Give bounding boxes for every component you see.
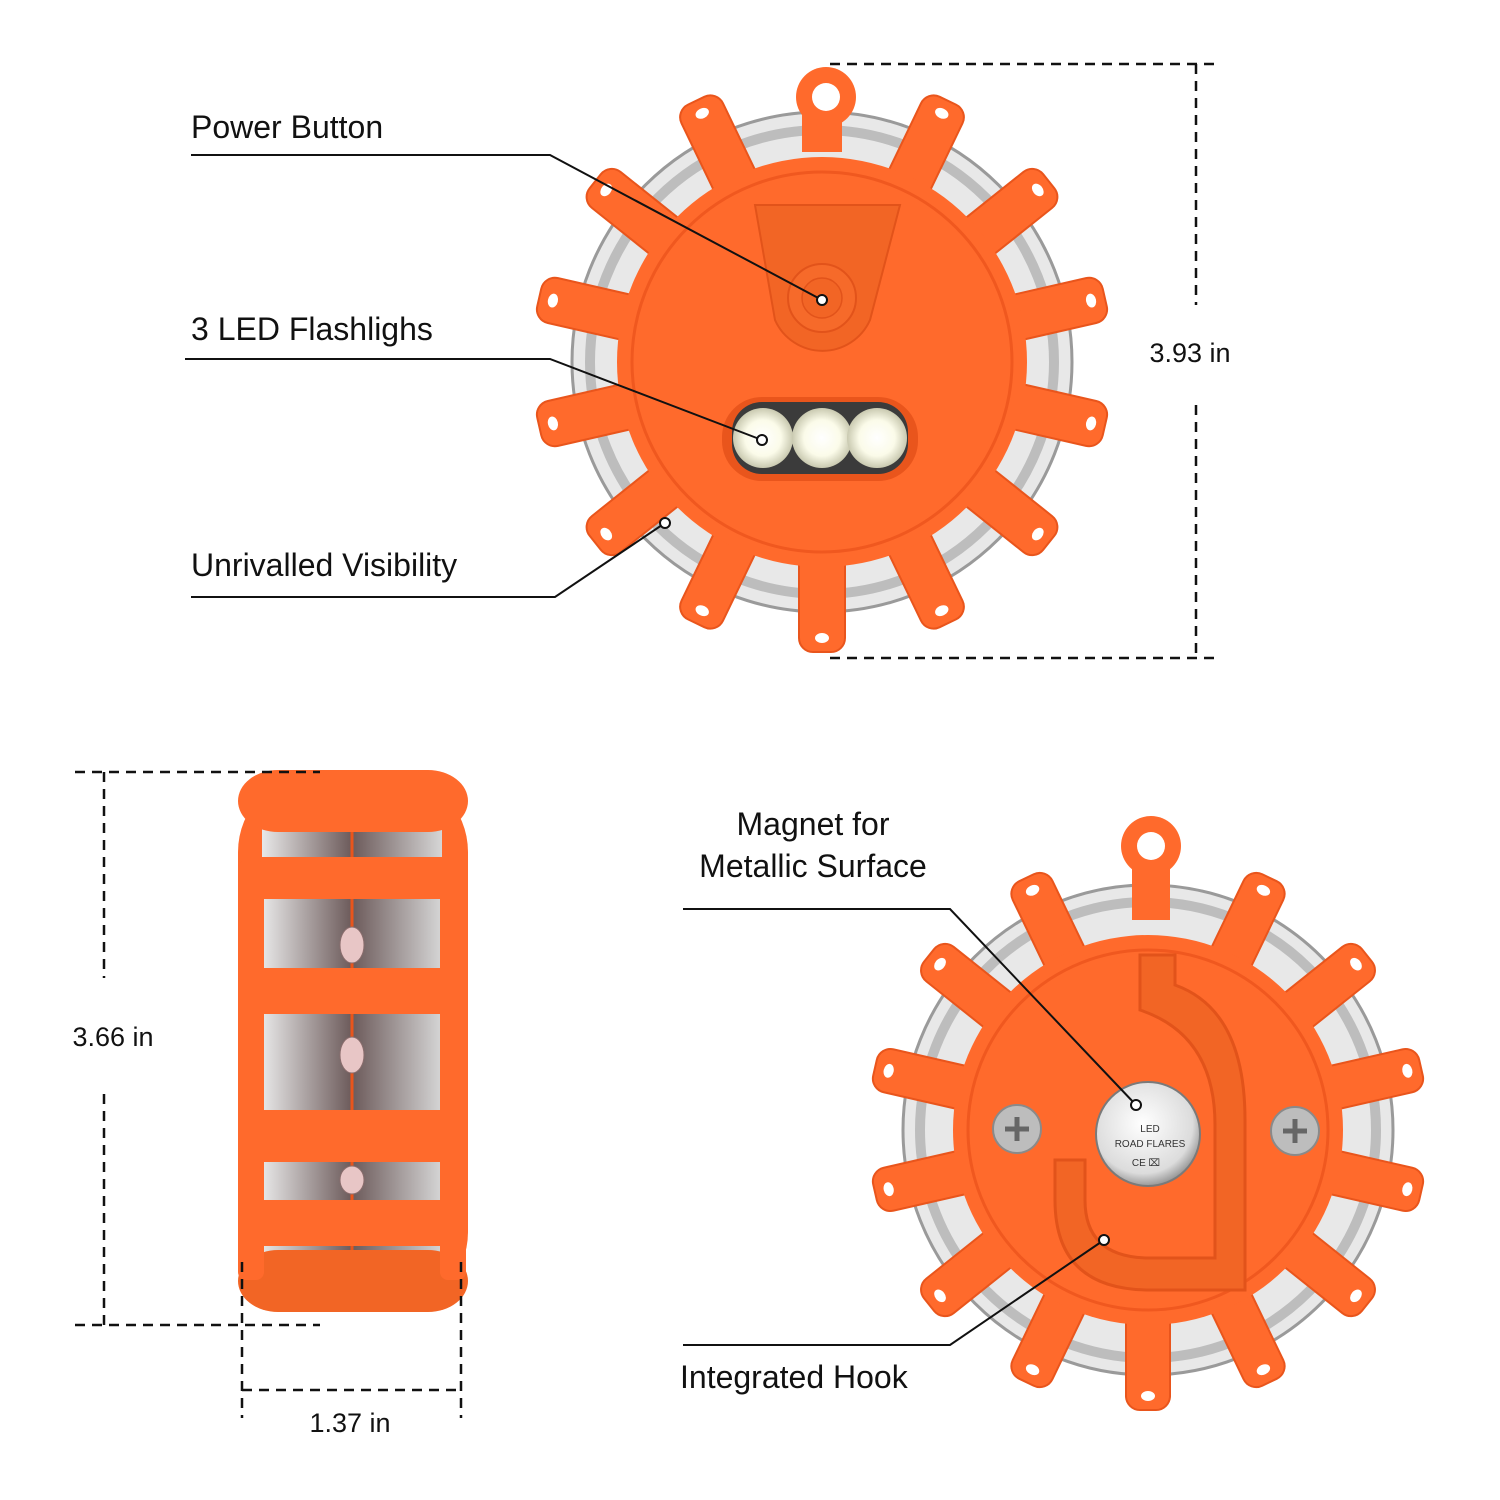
flare-side-view	[238, 770, 468, 1312]
side-band	[238, 968, 468, 1014]
callout-led-flashlights: 3 LED Flashlighs	[185, 311, 768, 446]
magnet-label-line2: Metallic Surface	[699, 848, 927, 884]
magnet-marking: CE ⌧	[1132, 1158, 1160, 1169]
led-flashlight	[792, 408, 852, 468]
led-flashlight	[847, 408, 907, 468]
flare-front-view	[535, 67, 1109, 653]
dimension-diameter-with-hook: 3.93 in	[830, 62, 1231, 660]
dimension-label: 3.93 in	[1149, 338, 1230, 368]
hanging-loop	[1121, 816, 1181, 920]
callout-magnet: Magnet for Metallic Surface	[683, 806, 1142, 1111]
side-band	[238, 1200, 468, 1246]
side-band	[238, 857, 468, 899]
hook-label: Integrated Hook	[680, 1359, 909, 1395]
integrated-hook[interactable]	[1053, 953, 1247, 1292]
hanging-loop	[796, 67, 856, 152]
side-band	[238, 1110, 468, 1162]
side-led	[339, 1036, 365, 1074]
dimension-label: 3.66 in	[72, 1022, 153, 1052]
callout-power-button: Power Button	[191, 109, 828, 306]
magnet-label-line1: Magnet for	[737, 806, 890, 842]
side-led	[339, 926, 365, 964]
magnet-marking: LED	[1140, 1124, 1159, 1135]
dimension-diameter: 3.66 in	[72, 770, 320, 1327]
dimension-thickness: 1.37 in	[240, 1262, 463, 1438]
power-button-label: Power Button	[191, 109, 383, 145]
flare-back-view: LED ROAD FLARES CE ⌧	[871, 816, 1425, 1411]
callout-visibility: Unrivalled Visibility	[191, 517, 671, 598]
visibility-label: Unrivalled Visibility	[191, 547, 457, 583]
magnet-marking: ROAD FLARES	[1115, 1139, 1186, 1150]
magnet	[1095, 1081, 1201, 1187]
callout-hook: Integrated Hook	[680, 1234, 1110, 1395]
dimension-label: 1.37 in	[309, 1408, 390, 1438]
flare-body	[617, 157, 1027, 567]
led-flashlights-label: 3 LED Flashlighs	[191, 311, 433, 347]
side-led	[339, 1165, 365, 1195]
